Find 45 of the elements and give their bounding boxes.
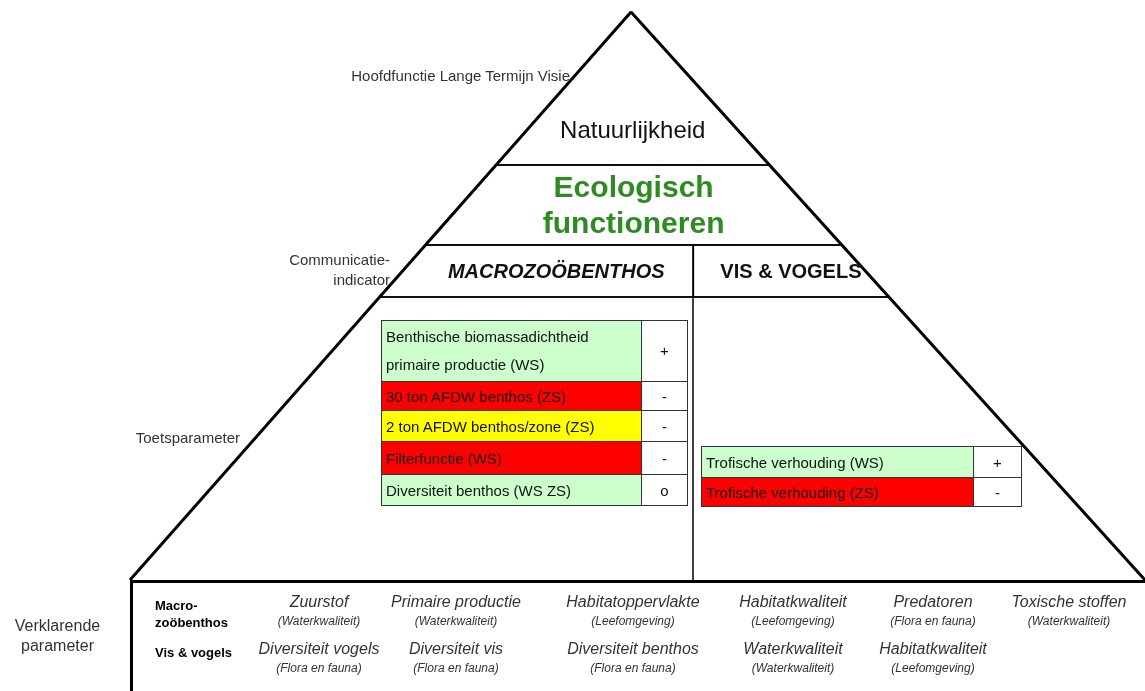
pyramid-band	[693, 245, 889, 297]
parameter-category: (Flora en fauna)	[589, 661, 677, 675]
score-cell: o	[641, 474, 688, 506]
parameter-panel	[130, 580, 1145, 691]
pyramid-band	[425, 165, 842, 245]
parameter-name: Toxische stoffen	[1010, 593, 1128, 611]
parameter-category: (Waterkwaliteit)	[413, 614, 499, 628]
parameter-cell: 30 ton AFDW benthos (ZS)	[381, 381, 642, 411]
parameter-cell: Diversiteit benthos (WS ZS)	[381, 474, 642, 506]
parameter-category: (Flora en fauna)	[412, 661, 500, 675]
parameter-name: Habitatkwaliteit	[878, 640, 988, 658]
parameter-name: Diversiteit benthos	[566, 640, 700, 658]
parameter-category: (Waterkwaliteit)	[750, 661, 836, 675]
score-cell: +	[973, 446, 1022, 478]
row-header: Macro- zoöbenthos	[155, 597, 229, 631]
band-title: MACROZOÖBENTHOS	[447, 259, 665, 283]
score-cell: -	[973, 477, 1022, 507]
row-header: Vis & vogels	[155, 644, 234, 661]
parameter-category: (Leefomgeving)	[590, 614, 676, 628]
level-label: Toetsparameter	[134, 428, 240, 448]
parameter-name: Habitatkwaliteit	[738, 593, 848, 611]
parameter-cell: Benthische biomassadichtheid primaire productie (WS)	[381, 320, 642, 382]
band-title: VIS & VOGELS	[720, 259, 862, 283]
parameter-category: (Waterkwaliteit)	[1026, 614, 1112, 628]
level-label: Hoofdfunctie Lange Termijn Visie	[350, 66, 570, 86]
parameter-category: (Flora en fauna)	[889, 614, 977, 628]
parameter-category: (Leefomgeving)	[750, 614, 836, 628]
level-label: Communicatie- indicator	[288, 250, 390, 290]
parameter-name: Habitatoppervlakte	[565, 593, 701, 611]
parameter-cell: Trofische verhouding (ZS)	[701, 477, 974, 507]
parameter-category: (Leefomgeving)	[890, 661, 976, 675]
parameter-name: Diversiteit vogels	[257, 640, 381, 658]
parameter-cell: Trofische verhouding (WS)	[701, 446, 974, 478]
parameter-name: Predatoren	[892, 593, 974, 611]
score-cell: +	[641, 320, 688, 382]
level-label: Verklarende parameter	[13, 616, 102, 656]
parameter-category: (Waterkwaliteit)	[276, 614, 362, 628]
band-title: Natuurlijkheid	[560, 116, 706, 145]
parameter-cell: Filterfunctie (WS)	[381, 441, 642, 475]
parameter-name: Diversiteit vis	[407, 640, 505, 658]
parameter-name: Primaire productie	[390, 593, 522, 611]
parameter-name: Waterkwaliteit	[742, 640, 844, 658]
parameter-category: (Flora en fauna)	[275, 661, 363, 675]
pyramid-heading: Ecologisch functioneren	[541, 169, 726, 241]
parameter-cell: 2 ton AFDW benthos/zone (ZS)	[381, 410, 642, 442]
